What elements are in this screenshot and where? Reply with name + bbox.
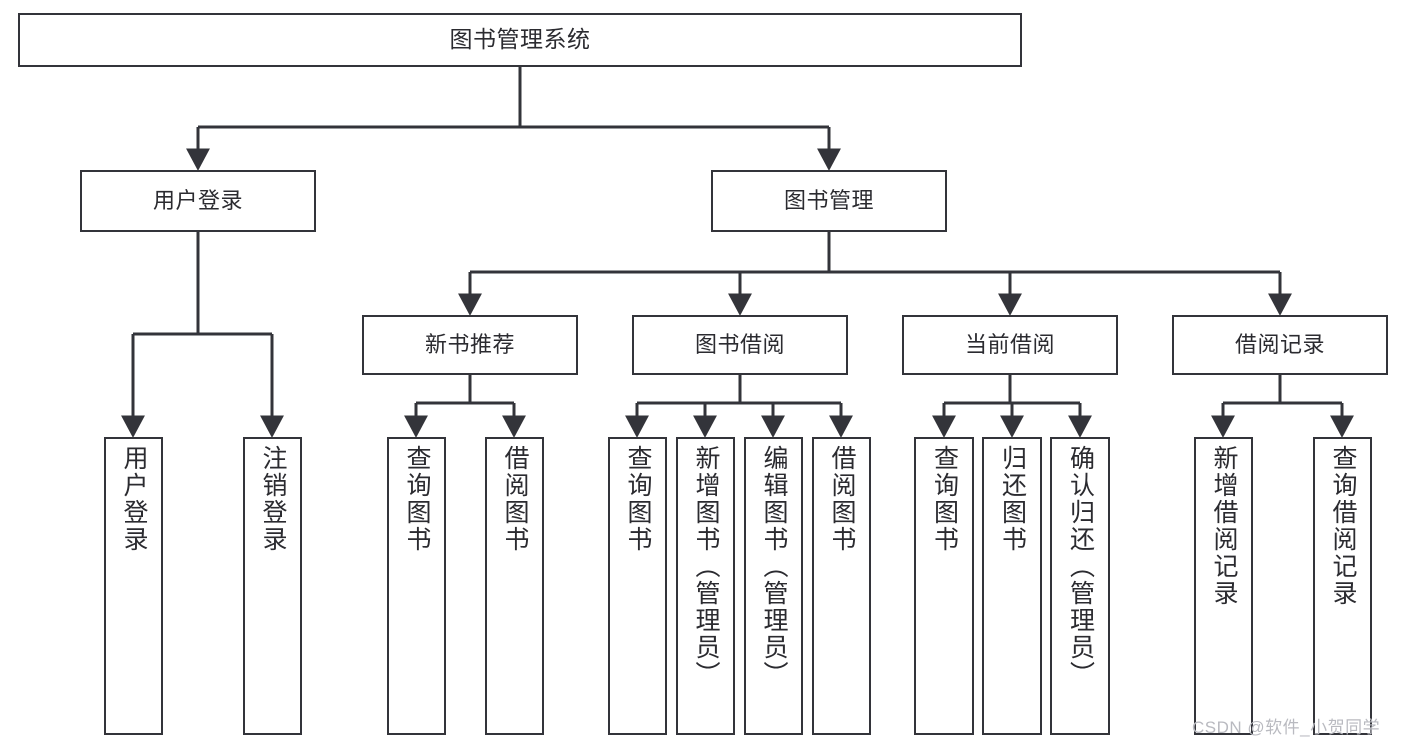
leaf-borrow-book-2[interactable]: 借阅图书 [812,437,871,735]
node-label: 借阅记录 [1234,331,1325,357]
leaf-confirm-return[interactable]: 确认归还（管理员） [1050,437,1110,735]
node-user-login[interactable]: 用户登录 [80,170,316,232]
node-label: 用户登录 [120,445,148,553]
node-label: 借阅图书 [501,445,529,553]
node-new-book-recommend[interactable]: 新书推荐 [362,315,578,375]
node-label: 编辑图书（管理员） [760,445,788,688]
leaf-query-book-3[interactable]: 查询图书 [914,437,974,735]
node-label: 图书管理 [783,187,874,213]
node-label: 当前借阅 [964,331,1055,357]
leaf-query-borrow-record[interactable]: 查询借阅记录 [1313,437,1372,735]
node-label: 注销登录 [259,445,287,553]
node-label: 归还图书 [998,445,1027,553]
node-label: 查询图书 [403,445,431,553]
node-book-manage[interactable]: 图书管理 [711,170,947,232]
node-label: 新增图书（管理员） [692,445,720,688]
node-label: 查询图书 [930,445,959,553]
node-current-borrow[interactable]: 当前借阅 [902,315,1118,375]
node-borrow-record[interactable]: 借阅记录 [1172,315,1388,375]
node-label: 图书管理系统 [449,26,591,53]
watermark-csdn: CSDN @软件_小贺同学 [1192,718,1381,737]
node-label: 查询图书 [624,445,652,553]
leaf-add-borrow-record[interactable]: 新增借阅记录 [1194,437,1253,735]
leaf-logout-login[interactable]: 注销登录 [243,437,302,735]
node-label: 图书借阅 [694,331,785,357]
node-label: 查询借阅记录 [1329,445,1357,607]
node-book-borrow[interactable]: 图书借阅 [632,315,848,375]
leaf-query-book-2[interactable]: 查询图书 [608,437,667,735]
leaf-user-login[interactable]: 用户登录 [104,437,163,735]
leaf-return-book[interactable]: 归还图书 [982,437,1042,735]
leaf-borrow-book-1[interactable]: 借阅图书 [485,437,544,735]
node-label: 确认归还（管理员） [1066,445,1095,688]
node-label: 新书推荐 [424,331,515,357]
node-label: 借阅图书 [828,445,856,553]
node-label: 新增借阅记录 [1210,445,1238,607]
leaf-edit-book[interactable]: 编辑图书（管理员） [744,437,803,735]
node-label: 用户登录 [152,187,243,213]
leaf-query-book-1[interactable]: 查询图书 [387,437,446,735]
node-root-system[interactable]: 图书管理系统 [18,13,1022,67]
leaf-add-book[interactable]: 新增图书（管理员） [676,437,735,735]
